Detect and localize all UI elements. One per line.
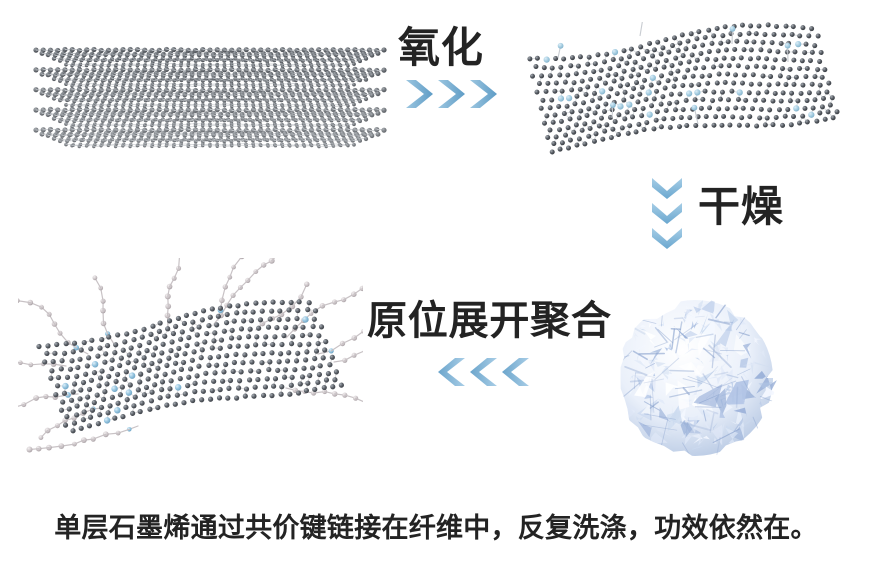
arrow-polymerization-left bbox=[437, 356, 531, 388]
chevron-left-icon bbox=[502, 358, 529, 386]
panel-graphene-oxide bbox=[520, 22, 860, 167]
crumpled-ball-illustration bbox=[620, 297, 778, 459]
diagram-caption: 单层石墨烯通过共价键链接在纤维中，反复洗涤，功效依然在。 bbox=[54, 513, 818, 543]
arrow-oxidation-right bbox=[404, 78, 498, 110]
step-label-polymerization: 原位展开聚合 bbox=[367, 299, 612, 343]
panel-crumpled-ball bbox=[600, 288, 800, 463]
panel-stacked-graphite bbox=[30, 42, 390, 152]
chevron-right-icon bbox=[438, 80, 465, 108]
chevron-left-icon bbox=[470, 358, 497, 386]
chevron-down-icon bbox=[652, 228, 682, 249]
chevron-right-icon bbox=[406, 80, 433, 108]
step-label-oxidation: 氧化 bbox=[398, 24, 484, 71]
step-label-drying: 干燥 bbox=[698, 183, 784, 230]
arrow-drying-down bbox=[650, 176, 684, 250]
polymer-graphene-illustration bbox=[18, 258, 363, 453]
chevron-down-icon bbox=[652, 203, 682, 224]
chevron-left-icon bbox=[438, 358, 465, 386]
stacked-graphite-illustration bbox=[33, 46, 387, 149]
panel-polymer-grafted-graphene bbox=[18, 258, 363, 453]
chevron-down-icon bbox=[652, 178, 682, 199]
graphene-oxide-illustration bbox=[527, 22, 840, 155]
chevron-right-icon bbox=[470, 80, 497, 108]
